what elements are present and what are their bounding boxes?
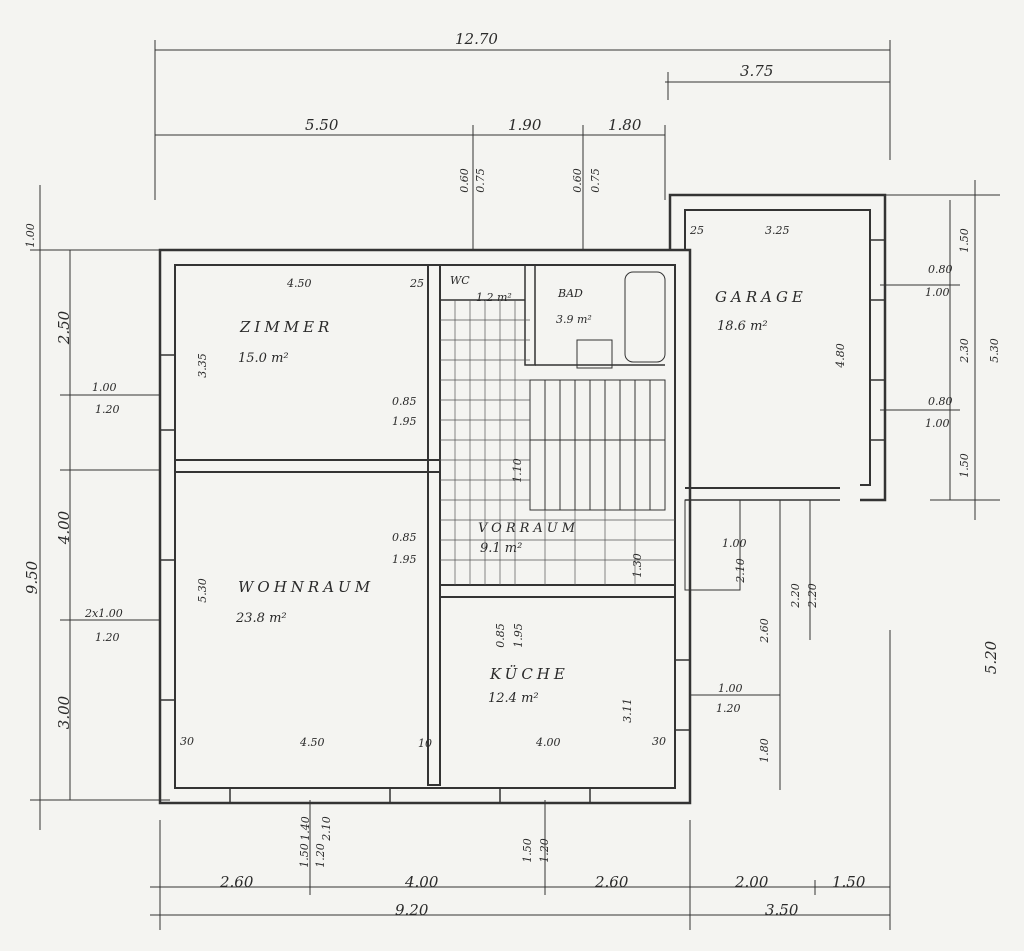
dim-kueche-win-a: 1.00: [718, 682, 743, 695]
dim-win-bottom-3a: 1.50: [520, 838, 534, 863]
dim-top-a: 5.50: [305, 116, 339, 134]
dim-right-c: 5.30: [987, 338, 1001, 363]
door-wohn-b: 1.95: [392, 553, 417, 566]
room-name-vorraum: VORRAUM: [478, 521, 580, 536]
door-zimmer-a: 0.85: [392, 395, 417, 408]
door-wohn-a: 0.85: [392, 531, 417, 544]
room-name-zimmer: ZIMMER: [240, 318, 334, 336]
dim-right-win1a: 0.80: [928, 263, 953, 276]
dim-kueche-win-b: 1.20: [716, 702, 741, 715]
room-name-wc: WC: [450, 274, 470, 287]
dim-right-b: 2.30: [957, 338, 971, 363]
dim-right-e: 5.20: [982, 640, 1001, 675]
room-name-kueche: KÜCHE: [490, 665, 569, 683]
wall-30-b: 30: [652, 735, 666, 748]
dim-top-total: 12.70: [455, 30, 498, 48]
dim-left-win2b: 1.20: [95, 631, 120, 644]
room-area-bad: 3.9 m²: [556, 313, 592, 326]
dim-win-bottom-2a: 1.40: [298, 816, 312, 841]
dim-win-bottom-1b: 1.20: [313, 843, 327, 868]
dim-mid-d: 1.80: [757, 738, 771, 763]
dim-win-bottom-2b: 2.10: [319, 816, 333, 841]
wall-10: 10: [418, 737, 432, 750]
dim-kueche-h: 3.11: [620, 698, 634, 723]
dim-bottom-e: 1.50: [832, 873, 866, 891]
dim-right-win2a: 0.80: [928, 395, 953, 408]
dim-left-b: 4.00: [55, 510, 74, 545]
dim-top-opening1: 0.60: [457, 168, 471, 193]
dim-bottom-c: 2.60: [595, 873, 629, 891]
dim-bottom-total: 9.20: [395, 901, 429, 919]
dim-kueche-w: 4.00: [536, 736, 561, 749]
dim-mid-b: 2.20: [805, 583, 819, 608]
dim-wohn-h: 5.30: [195, 578, 209, 603]
dim-garage-w: 3.25: [765, 224, 790, 237]
door-zimmer-b: 1.95: [392, 415, 417, 428]
dim-top-opening1b: 0.75: [473, 168, 487, 193]
dim-left-c: 3.00: [55, 695, 74, 730]
door-kueche-b: 1.95: [511, 623, 525, 648]
dim-top-b: 1.90: [508, 116, 542, 134]
dim-right-a: 1.50: [957, 228, 971, 253]
dim-mid-a: 2.20: [788, 583, 802, 608]
dim-left-total: 9.50: [23, 560, 42, 595]
dim-left-top: 1.00: [23, 223, 37, 248]
door-garage-a: 1.00: [722, 537, 747, 550]
room-name-garage: GARAGE: [715, 288, 807, 306]
door-kueche-a: 0.85: [493, 623, 507, 648]
dim-bottom-b: 4.00: [405, 873, 439, 891]
dim-zimmer-h: 3.35: [195, 353, 209, 378]
dim-mid-c: 2.60: [757, 618, 771, 643]
stair-a: 1.10: [510, 458, 524, 483]
wall-25-b: 25: [690, 224, 704, 237]
dim-wohn-w: 4.50: [300, 736, 325, 749]
dim-left-win2a: 2x1.00: [85, 607, 123, 620]
room-area-zimmer: 15.0 m²: [238, 351, 289, 366]
dim-top-opening2b: 0.75: [588, 168, 602, 193]
room-name-wohnraum: WOHNRAUM: [238, 578, 375, 596]
room-name-bad: BAD: [558, 287, 583, 300]
dim-left-win1b: 1.20: [95, 403, 120, 416]
dim-win-bottom-3b: 1.20: [537, 838, 551, 863]
room-area-kueche: 12.4 m²: [488, 691, 539, 706]
stair-b: 1.30: [630, 553, 644, 578]
dim-bottom-garage: 3.50: [765, 901, 799, 919]
wall-30-a: 30: [180, 735, 194, 748]
dim-top-opening2: 0.60: [570, 168, 584, 193]
dim-bottom-d: 2.00: [735, 873, 769, 891]
door-garage-b: 2.10: [733, 558, 747, 583]
dim-top-c: 1.80: [608, 116, 642, 134]
dim-right-win2b: 1.00: [925, 417, 950, 430]
room-area-wc: 1.2 m²: [476, 291, 512, 304]
dim-left-win1a: 1.00: [92, 381, 117, 394]
dim-right-win1b: 1.00: [925, 286, 950, 299]
dim-top-garage: 3.75: [740, 62, 774, 80]
dim-left-a: 2.50: [55, 310, 74, 345]
dim-zimmer-w: 4.50: [287, 277, 312, 290]
dim-win-bottom-1a: 1.50: [297, 843, 311, 868]
dim-garage-h: 4.80: [833, 343, 847, 368]
room-area-garage: 18.6 m²: [717, 319, 768, 334]
dim-right-d: 1.50: [957, 453, 971, 478]
room-area-wohnraum: 23.8 m²: [236, 611, 287, 626]
room-area-vorraum: 9.1 m²: [480, 541, 523, 556]
wall-25-a: 25: [410, 277, 424, 290]
dim-bottom-a: 2.60: [220, 873, 254, 891]
